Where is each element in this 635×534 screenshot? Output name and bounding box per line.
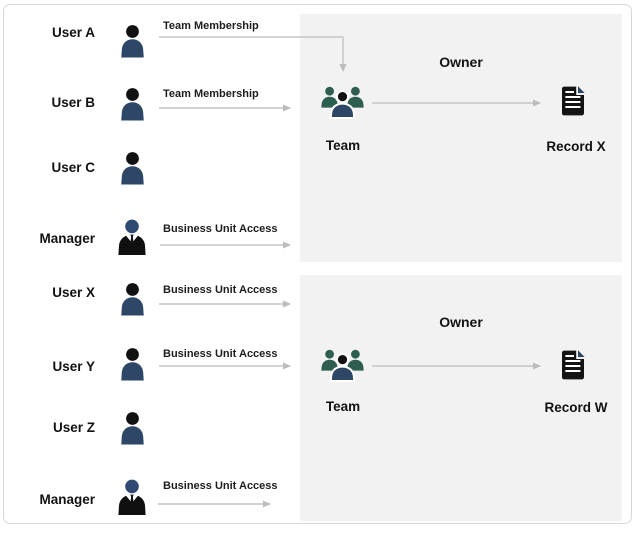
manager-icon (112, 219, 152, 255)
owner-label: Owner (439, 54, 483, 70)
user-name-label: User X (52, 285, 95, 300)
team-icon (319, 84, 366, 122)
manager-icon (112, 479, 152, 515)
relation-label: Business Unit Access (163, 223, 278, 235)
relation-label: Business Unit Access (163, 348, 278, 360)
relation-label: Team Membership (163, 88, 259, 100)
relation-label: Business Unit Access (163, 284, 278, 296)
record-document-icon (560, 85, 586, 117)
user-name-label: User C (51, 160, 95, 175)
owner-label: Owner (439, 314, 483, 330)
user-icon (117, 151, 148, 185)
relation-label: Business Unit Access (163, 480, 278, 492)
team-label: Team (325, 138, 361, 153)
user-name-label: User A (51, 25, 95, 40)
user-icon (117, 282, 148, 316)
diagram-frame (3, 4, 632, 524)
user-name-label: Manager (39, 231, 95, 246)
user-name-label: User B (51, 95, 95, 110)
user-name-label: Manager (39, 492, 95, 507)
user-icon (117, 24, 148, 58)
team-label: Team (325, 399, 361, 414)
relation-label: Team Membership (163, 20, 259, 32)
ownership-box-record-x (300, 14, 622, 262)
user-icon (117, 411, 148, 445)
team-icon (319, 347, 366, 385)
user-icon (117, 347, 148, 381)
user-name-label: User Z (52, 420, 95, 435)
record-label: Record X (546, 139, 606, 154)
ownership-box-record-w (300, 275, 622, 521)
user-name-label: User Y (52, 359, 95, 374)
user-icon (117, 87, 148, 121)
record-document-icon (560, 349, 586, 381)
record-label: Record W (544, 400, 608, 415)
